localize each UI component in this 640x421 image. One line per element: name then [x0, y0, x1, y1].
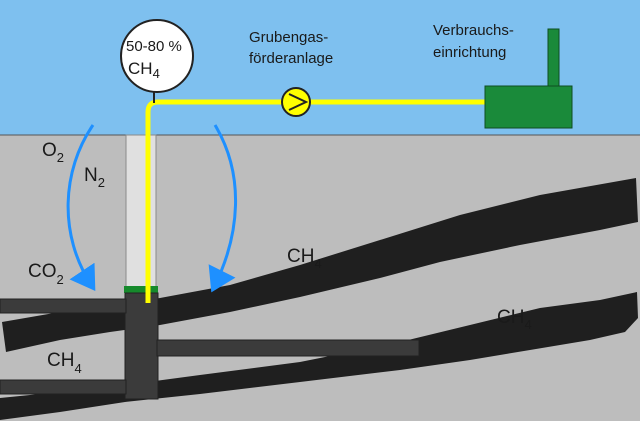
co2-base: CO	[28, 261, 57, 282]
air-inflow-arrow	[66, 124, 96, 291]
gallery-right	[156, 339, 420, 357]
coal-seam-lower	[0, 292, 638, 420]
ch4-left-label: CH4	[47, 350, 82, 376]
gas-concentration-indicator	[120, 19, 194, 93]
consumer-label-line2: einrichtung	[433, 44, 506, 61]
n2-sub: 2	[98, 175, 105, 190]
gallery-upper-left	[0, 298, 127, 314]
concentration-formula: CH4	[128, 59, 160, 81]
pump-label-line2: förderanlage	[249, 50, 333, 67]
ch4-upper-base: CH	[287, 246, 314, 267]
consumer-chimney	[547, 28, 560, 90]
ch4-upper-sub: 4	[314, 256, 321, 271]
consumer-unit	[484, 85, 573, 129]
o2-sub: 2	[57, 150, 64, 165]
n2-base: N	[84, 165, 98, 186]
n2-label: N2	[84, 165, 105, 190]
concentration-sub: 4	[153, 66, 160, 81]
ch4-right-base: CH	[497, 307, 524, 328]
ch4-right-label: CH4	[497, 307, 532, 332]
ch4-left-base: CH	[47, 350, 74, 371]
borehole	[125, 134, 157, 288]
co2-sub: 2	[57, 272, 64, 287]
pump-label-line1: Grubengas-	[249, 29, 328, 46]
ch4-upper-label: CH4	[287, 246, 322, 271]
co2-label: CO2	[28, 261, 64, 287]
gallery-lower-left	[0, 379, 127, 395]
air-outflow-arrow	[208, 124, 237, 293]
consumer-label-line1: Verbrauchs-	[433, 22, 514, 39]
gas-pipe	[145, 99, 487, 303]
pump-arrow-icon	[288, 93, 309, 111]
shaft	[124, 292, 159, 400]
o2-label: O2	[42, 140, 64, 165]
concentration-base: CH	[128, 59, 153, 78]
ch4-right-sub: 4	[524, 317, 531, 332]
ch4-left-sub: 4	[74, 361, 81, 376]
concentration-line1: 50-80 %	[126, 38, 182, 55]
borehole-seal	[124, 286, 158, 293]
o2-base: O	[42, 140, 57, 161]
coal-seam-upper	[2, 178, 638, 352]
